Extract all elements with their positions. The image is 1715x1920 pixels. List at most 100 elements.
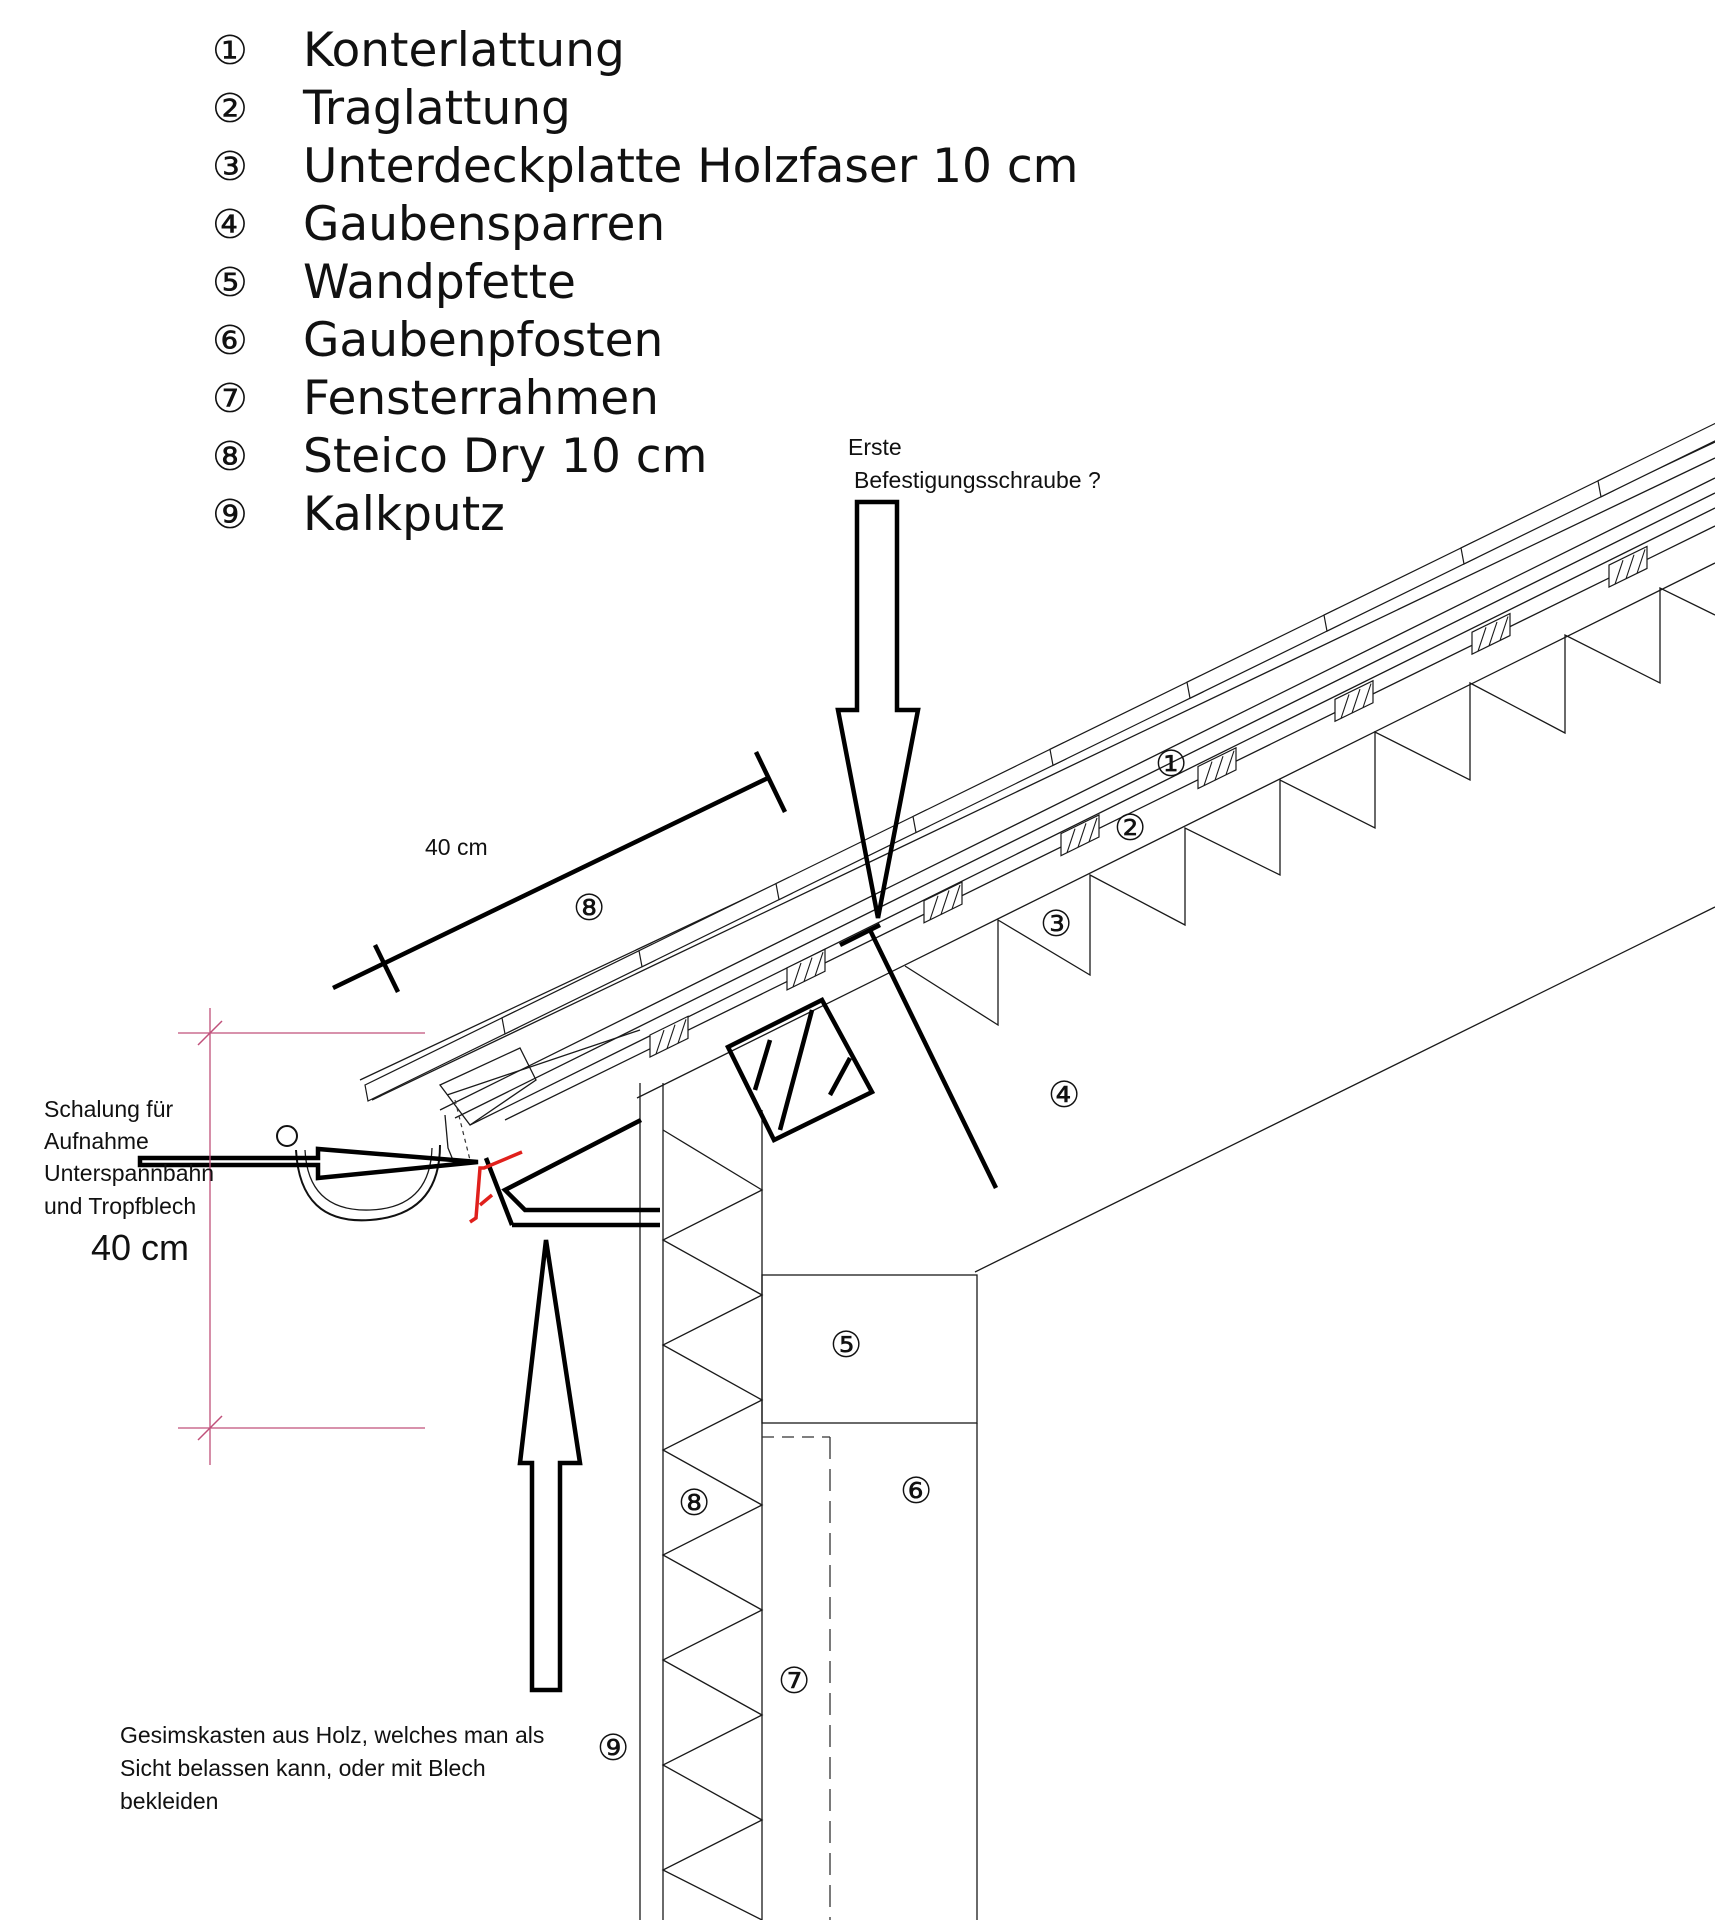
batten-hatch (1077, 823, 1087, 848)
boarding-line (446, 1029, 641, 1096)
batten-hatch (1088, 817, 1098, 843)
legend-label-4: Gaubensparren (303, 197, 665, 252)
legend: ① Konterlattung ② Traglattung ③ Unterdec… (212, 23, 1078, 542)
batten-hatch (792, 962, 802, 988)
eaves-detail (276, 1029, 660, 1228)
roof-tile (1323, 540, 1478, 632)
marker-8-wall: ⑧ (678, 1483, 710, 1524)
legend-num-6: ⑥ (212, 318, 248, 364)
batten (1471, 612, 1511, 656)
wall-zigzag (661, 1129, 764, 1920)
red-mark-tick (478, 1193, 494, 1207)
batten (1608, 545, 1648, 589)
vertical-dimension-tick-bottom (197, 1415, 223, 1441)
gutter-inner (304, 1147, 433, 1211)
arrow-up-gesims (517, 1239, 583, 1693)
vertical-dimension-tick-top (197, 1020, 223, 1046)
legend-num-5: ⑤ (212, 260, 248, 306)
batten-hatch (1214, 755, 1224, 781)
gesims-note-3: bekleiden (120, 1788, 218, 1814)
screw-head (838, 922, 882, 948)
batten (1060, 814, 1100, 857)
roof-tile (1186, 607, 1341, 700)
batten-hatch (1351, 688, 1361, 714)
counter-batten-top (439, 477, 1715, 1111)
screw-line (867, 929, 999, 1189)
wall-structure (639, 1083, 978, 1920)
board-zigzag (904, 586, 1715, 1027)
rafter-bottom-line (636, 562, 1715, 1099)
legend-label-2: Traglattung (302, 81, 571, 136)
schalung-note-3: Unterspannbahn (44, 1160, 214, 1186)
schalung-note-1: Schalung für (44, 1096, 173, 1122)
square-hatch-3 (828, 1056, 852, 1097)
schalung-note-2: Aufnahme (44, 1128, 149, 1154)
roof-tile (1460, 473, 1615, 565)
screw-note-line1: Erste (848, 434, 902, 460)
roof-tile (775, 809, 930, 901)
gutter-bead (276, 1125, 298, 1147)
legend-label-5: Wandpfette (303, 255, 576, 310)
roof-tiles (364, 422, 1715, 1102)
legend-num-7: ⑦ (212, 376, 248, 422)
roof-layers (359, 441, 1715, 1273)
roof-dimension-line (332, 775, 769, 991)
roof-dimension-tick-right (753, 751, 788, 813)
batten-hatch (1614, 559, 1624, 585)
annotations (137, 499, 999, 1693)
fascia-end (438, 1047, 537, 1126)
batten (786, 948, 826, 991)
legend-label-3: Unterdeckplatte Holzfaser 10 cm (303, 139, 1078, 194)
batten-hatch (929, 895, 939, 920)
counter-batten-bottom (454, 492, 1715, 1119)
batten-hatch (1636, 549, 1646, 574)
batten-hatch (951, 884, 961, 910)
marker-1: ① (1155, 744, 1187, 785)
fastening-square (724, 997, 876, 1144)
gutter (295, 1144, 441, 1222)
batten-hatch (814, 951, 824, 977)
batten-hatch (803, 957, 813, 982)
marker-5: ⑤ (830, 1325, 862, 1366)
number-markers: ① ② ③ ④ ⑤ ⑥ ⑦ ⑧ ⑧ ⑨ (573, 744, 1187, 1769)
vertical-dimension-label: 40 cm (91, 1227, 189, 1268)
legend-label-7: Fensterrahmen (303, 371, 659, 426)
text-annotations: Erste Befestigungsschraube ? 40 cm Schal… (44, 434, 1101, 1814)
batten (923, 881, 963, 924)
marker-2: ② (1114, 808, 1146, 849)
legend-label-9: Kalkputz (303, 487, 505, 542)
batten (649, 1015, 689, 1058)
batten-hatch (666, 1024, 676, 1049)
roof-dimension-tick-left (372, 944, 401, 993)
legend-label-1: Konterlattung (303, 23, 625, 78)
soffit-front (483, 1157, 515, 1226)
batten-hatch (1499, 616, 1509, 641)
soffit-outline (501, 1117, 660, 1213)
battens-hatched (649, 545, 1648, 1058)
batten-hatch (1477, 627, 1487, 652)
ceiling-line (974, 906, 1715, 1273)
square-hatch-2 (777, 1009, 815, 1131)
marker-8-roof: ⑧ (573, 888, 605, 929)
batten-hatch (1225, 750, 1235, 775)
arrow-down-screw (835, 499, 921, 919)
marker-7: ⑦ (778, 1661, 810, 1702)
wall-plate-box (761, 1274, 978, 1424)
tile-bottom-line (371, 457, 1715, 1101)
square-hatch-1 (752, 1039, 773, 1091)
batten (1197, 746, 1237, 790)
screw-note-line2: Befestigungsschraube ? (854, 467, 1101, 493)
batten-hatch (1066, 828, 1076, 853)
marker-4: ④ (1048, 1075, 1080, 1116)
batten-hatch (1625, 554, 1635, 579)
batten-hatch (1362, 683, 1372, 708)
batten-hatch (655, 1029, 665, 1055)
board-mid-line (504, 525, 1715, 1121)
roof-dimension-label: 40 cm (425, 834, 488, 860)
boarding-dash (454, 1099, 471, 1161)
batten-hatch (940, 890, 950, 915)
arrow-right-schalung (137, 1146, 479, 1181)
roof-tile (638, 876, 793, 968)
legend-num-8: ⑧ (212, 434, 248, 480)
